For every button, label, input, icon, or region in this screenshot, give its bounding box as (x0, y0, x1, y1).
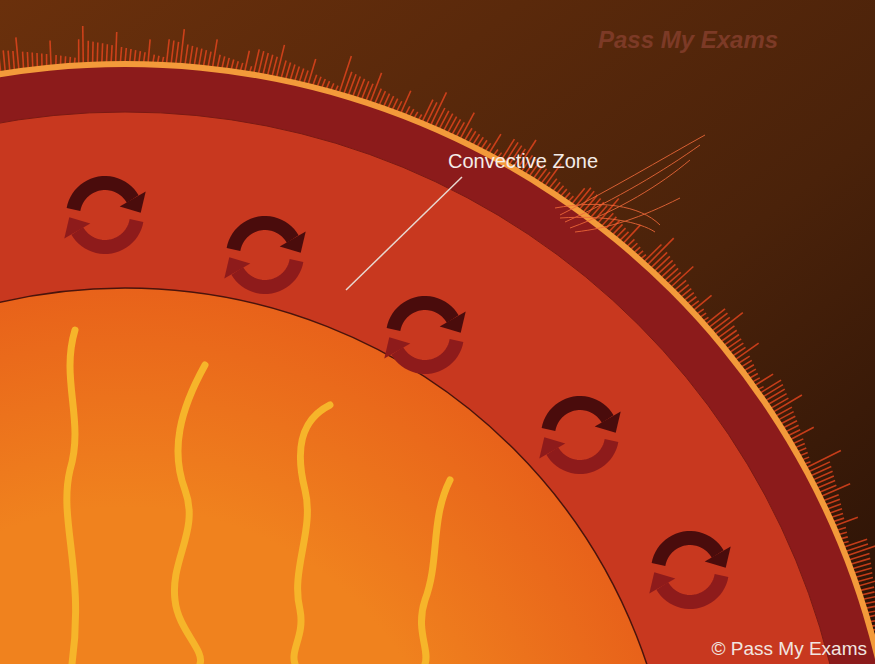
convection-cell (649, 538, 730, 602)
solar-flare (555, 135, 705, 232)
corona-spike (668, 266, 693, 289)
corona-spike (16, 37, 19, 73)
arrow-head (280, 232, 306, 253)
radiative-core (0, 288, 675, 664)
corona-spike (844, 544, 875, 557)
radiation-lines (67, 330, 450, 664)
arrow-head (539, 437, 565, 458)
arrow-head (64, 217, 90, 238)
convection-arrows (64, 183, 730, 602)
corona-spike (116, 32, 117, 66)
arrow-head (705, 547, 731, 568)
convective-zone (0, 112, 851, 664)
corona-spike (180, 29, 184, 68)
arrow-head (649, 572, 675, 593)
corona-spike (82, 26, 84, 67)
photosphere-rim (0, 61, 875, 664)
convection-cell (64, 183, 145, 247)
watermark-logo: Pass My Exams (598, 26, 778, 54)
arrow-head (224, 257, 250, 278)
zone-label: Convective Zone (448, 150, 598, 173)
corona-spike (276, 45, 285, 81)
arrow-head (595, 412, 621, 433)
arrow-head (384, 337, 410, 358)
arrow-head (120, 192, 146, 213)
corona-spike (712, 313, 743, 337)
arrow-head (440, 312, 466, 333)
outer-band (0, 67, 875, 664)
convection-cell (539, 403, 620, 467)
copyright-note: © Pass My Exams (712, 638, 867, 660)
convection-cell (384, 303, 465, 367)
leader-line (346, 177, 462, 290)
convection-cell (224, 223, 305, 287)
